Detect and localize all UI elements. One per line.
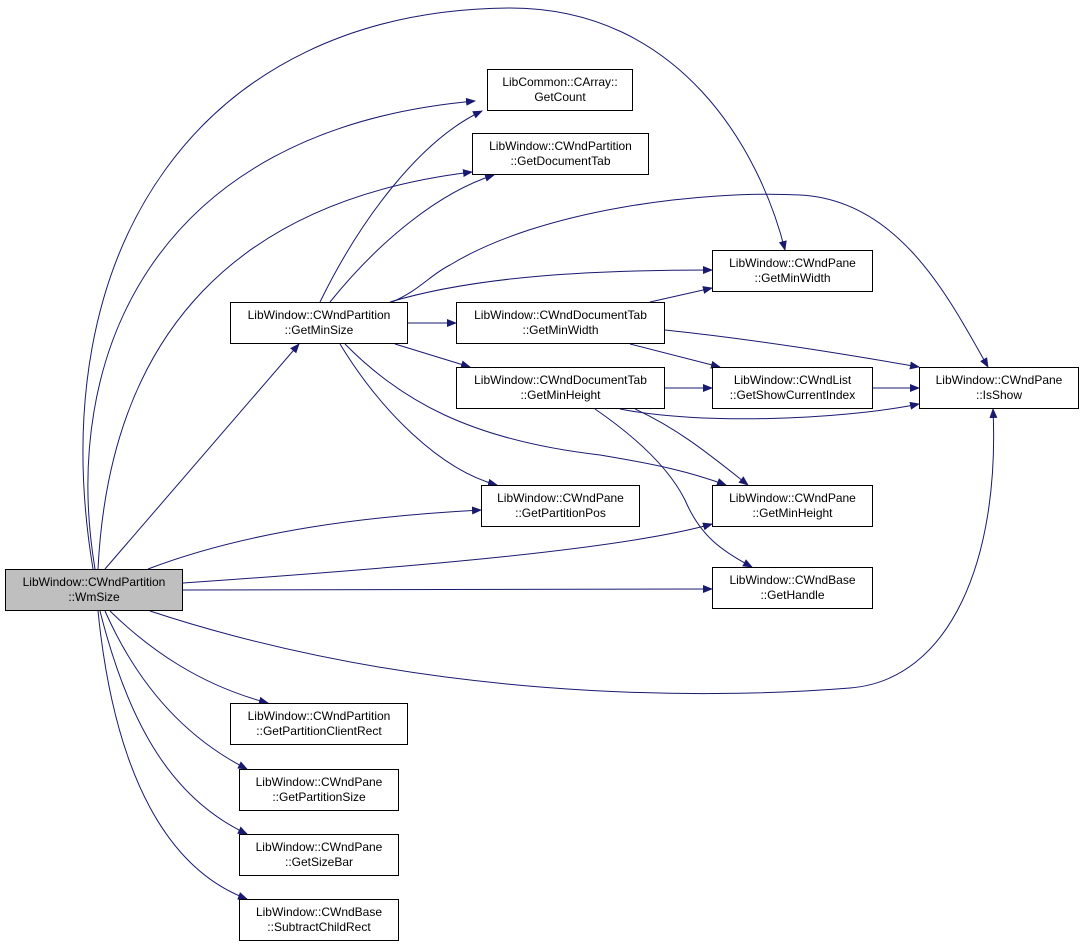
node-part-getdocumenttab-line2: ::GetDocumentTab [510,154,611,168]
node-base-subtractchildrect-line1: LibWindow::CWndBase [255,905,383,919]
node-pane-getpartitionpos-line2: ::GetPartitionPos [515,506,606,520]
edge-wmsize-to-pane-getsizebar [99,610,248,835]
edge-doctab-getminheight-to-pane-isshow [619,401,920,420]
node-doctab-getminheight[interactable]: LibWindow::CWndDocumentTab ::GetMinHeigh… [456,367,665,409]
node-pane-getsizebar[interactable]: LibWindow::CWndPane ::GetSizeBar [239,834,399,876]
node-pane-getpartitionpos[interactable]: LibWindow::CWndPane ::GetPartitionPos [481,485,640,527]
node-doctab-getminheight-line2: ::GetMinHeight [520,388,601,402]
edge-part-getminsize-to-part-getdocumenttab [329,173,495,303]
node-part-getminsize-line2: ::GetMinSize [284,323,354,337]
node-part-getdocumenttab[interactable]: LibWindow::CWndPartition ::GetDocumentTa… [472,133,649,175]
node-pane-isshow-line1: LibWindow::CWndPane [935,373,1063,387]
node-part-getdocumenttab-line1: LibWindow::CWndPartition [489,139,632,153]
node-pane-getpartitionsize-line2: ::GetPartitionSize [272,790,366,804]
edge-part-getminsize-to-pane-isshow [391,193,989,368]
node-pane-getpartitionsize[interactable]: LibWindow::CWndPane ::GetPartitionSize [239,769,399,811]
edge-wmsize-to-carray-getcount [87,97,476,570]
node-base-gethandle[interactable]: LibWindow::CWndBase ::GetHandle [712,567,873,609]
node-pane-getminwidth-line2: ::GetMinWidth [754,271,831,285]
edge-doctab-getminwidth-to-list-getshowcurrentindex [629,343,721,369]
node-doctab-getminwidth-line2: ::GetMinWidth [522,323,599,337]
edge-part-getminsize-to-pane-getpartitionpos [339,343,498,487]
node-part-getpartitionclientrect[interactable]: LibWindow::CWndPartition ::GetPartitionC… [230,703,408,745]
edge-part-getminsize-to-carray-getcount [319,110,483,303]
node-carray-getcount[interactable]: LibCommon::CArray:: GetCount [487,69,633,111]
node-pane-getpartitionpos-line1: LibWindow::CWndPane [497,491,624,505]
node-wmsize-line2: ::WmSize [68,590,120,604]
node-part-getminsize-line1: LibWindow::CWndPartition [247,308,391,322]
edge-wmsize-to-part-getpartitionclientrect [109,610,269,705]
edge-doctab-getminheight-to-base-gethandle [594,408,753,568]
node-wmsize-line1: LibWindow::CWndPartition [22,575,166,589]
edge-wmsize-to-base-gethandle [182,585,713,594]
edge-wmsize-to-part-getdocumenttab [97,169,473,570]
node-part-getminsize[interactable]: LibWindow::CWndPartition ::GetMinSize [230,302,408,344]
node-pane-isshow[interactable]: LibWindow::CWndPane ::IsShow [919,367,1079,409]
edge-wmsize-to-part-getminsize [104,343,300,570]
node-pane-getminwidth[interactable]: LibWindow::CWndPane ::GetMinWidth [712,250,873,292]
node-pane-getsizebar-line2: ::GetSizeBar [284,855,354,869]
node-pane-getsizebar-line1: LibWindow::CWndPane [255,840,383,854]
edge-part-getminsize-to-pane-getminwidth [389,266,713,303]
node-doctab-getminheight-line1: LibWindow::CWndDocumentTab [474,373,647,387]
edge-wmsize-to-base-subtractchildrect [97,610,248,900]
node-carray-getcount-line1: LibCommon::CArray:: [502,75,618,89]
node-pane-getminheight-line1: LibWindow::CWndPane [729,491,856,505]
node-pane-getminwidth-line1: LibWindow::CWndPane [729,256,856,270]
node-pane-getminheight[interactable]: LibWindow::CWndPane ::GetMinHeight [712,485,873,527]
edge-part-getminsize-to-doctab-getminheight [394,343,471,369]
node-carray-getcount-line2: GetCount [534,90,586,104]
node-base-gethandle-line1: LibWindow::CWndBase [729,573,856,587]
edge-wmsize-to-pane-getminwidth [82,7,787,570]
edge-doctab-getminwidth-to-pane-isshow [664,329,920,370]
edge-wmsize-to-pane-getpartitionpos [147,506,482,570]
edge-part-getminsize-to-pane-getminheight [344,343,727,486]
node-pane-getminheight-line2: ::GetMinHeight [752,506,833,520]
edge-wmsize-to-pane-getpartitionsize [104,610,248,770]
edge-doctab-getminwidth-to-pane-getminwidth [649,286,713,303]
edge-wmsize-to-pane-isshow [149,408,998,695]
node-pane-isshow-line2: ::IsShow [975,388,1023,402]
node-doctab-getminwidth[interactable]: LibWindow::CWndDocumentTab ::GetMinWidth [456,302,665,344]
edge-wmsize-to-pane-getminheight [182,522,713,584]
node-list-getshowcurrentindex[interactable]: LibWindow::CWndList ::GetShowCurrentInde… [712,367,873,409]
node-part-getpartitionclientrect-line2: ::GetPartitionClientRect [256,724,382,738]
node-base-gethandle-line2: ::GetHandle [760,588,825,602]
node-part-getpartitionclientrect-line1: LibWindow::CWndPartition [247,709,391,723]
node-doctab-getminwidth-line1: LibWindow::CWndDocumentTab [474,308,647,322]
node-list-getshowcurrentindex-line1: LibWindow::CWndList [733,373,852,387]
node-base-subtractchildrect-line2: ::SubtractChildRect [267,920,371,934]
edge-doctab-getminheight-to-pane-getminheight [634,408,749,486]
node-base-subtractchildrect[interactable]: LibWindow::CWndBase ::SubtractChildRect [239,899,399,941]
node-wmsize: LibWindow::CWndPartition ::WmSize [5,569,183,611]
node-list-getshowcurrentindex-line2: ::GetShowCurrentIndex [729,388,856,402]
node-pane-getpartitionsize-line1: LibWindow::CWndPane [255,775,383,789]
